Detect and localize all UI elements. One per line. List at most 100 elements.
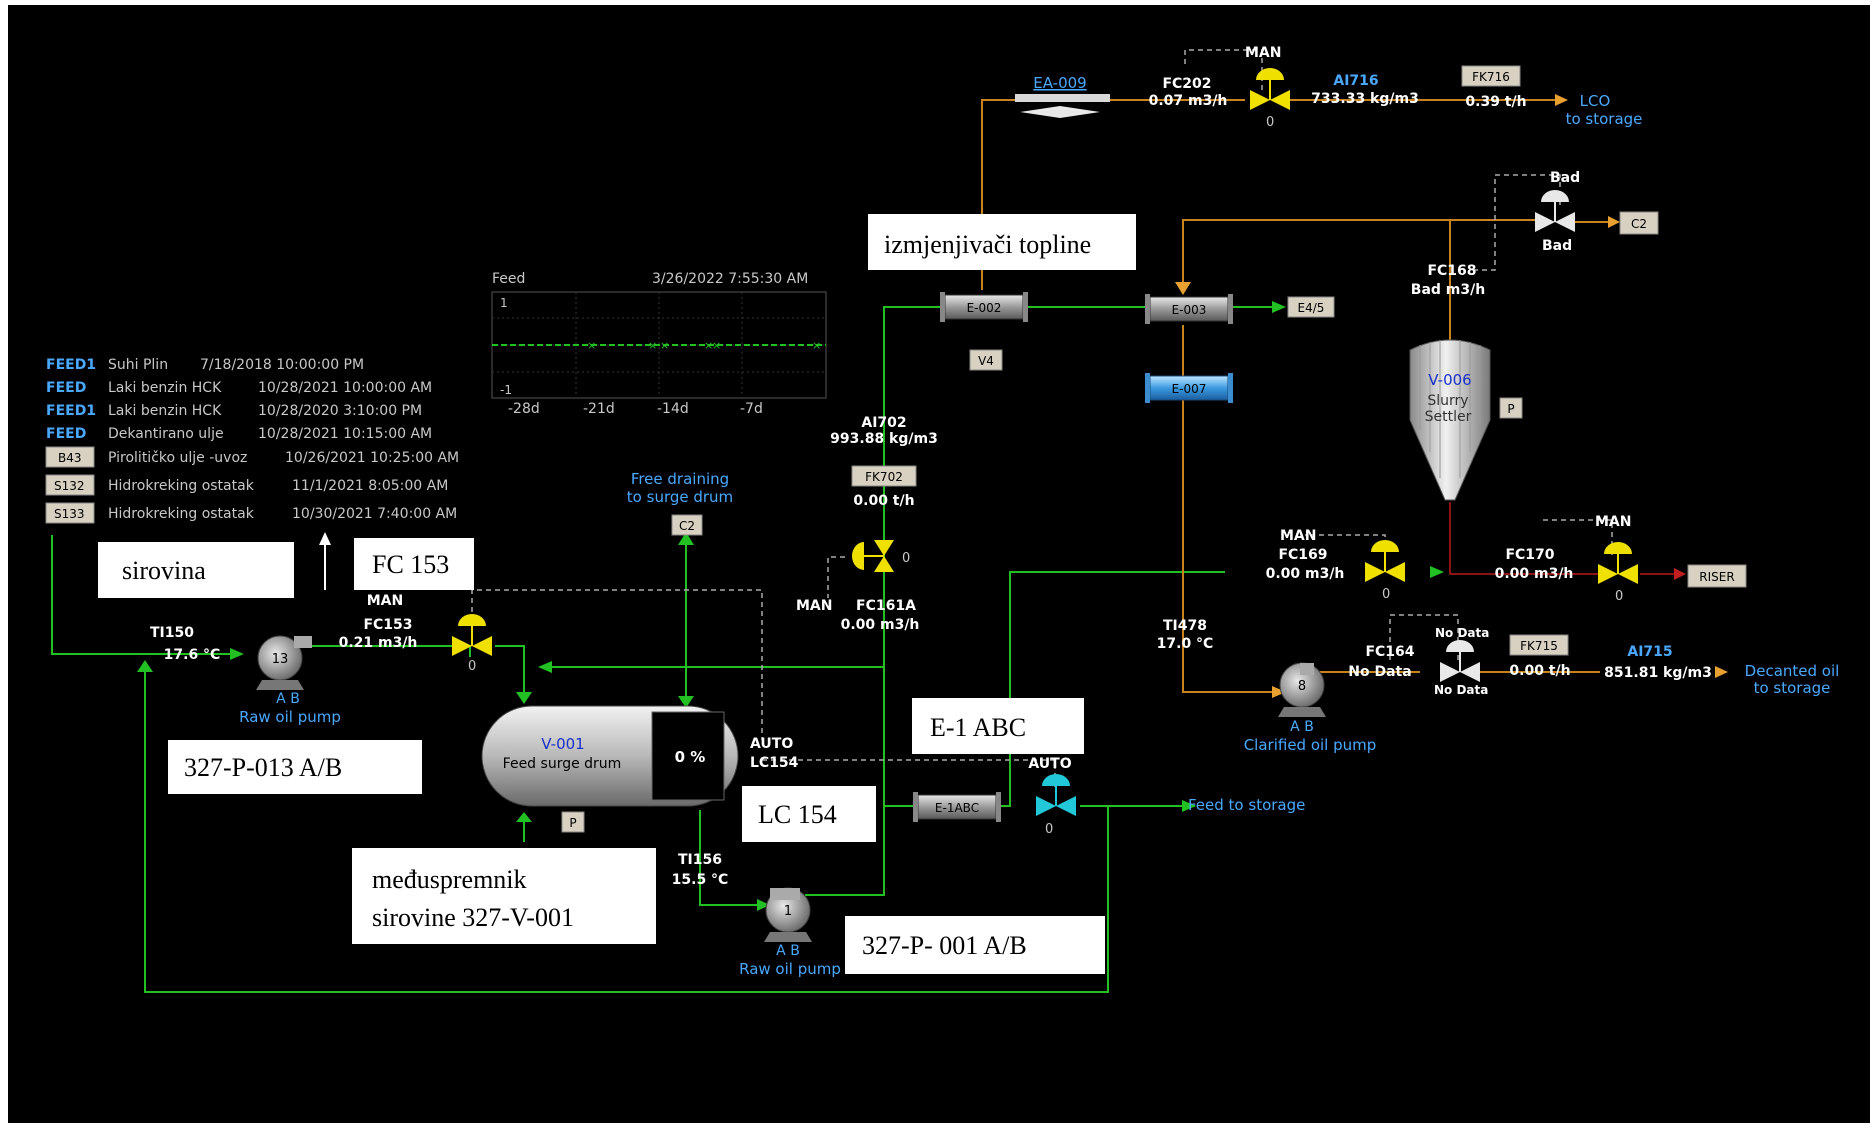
svg-text:×: × (712, 339, 721, 352)
feed-row[interactable]: FEED Laki benzin HCK 10/28/2021 10:00:00… (46, 380, 432, 396)
air-cooler-ea009[interactable]: EA-009 (1015, 74, 1110, 118)
feed-row[interactable]: FEED1 Laki benzin HCK 10/28/2020 3:10:00… (46, 403, 422, 419)
feed-row[interactable]: S132 Hidrokreking ostatak 11/1/2021 8:05… (45, 474, 448, 496)
fc170[interactable]: FC170 0.00 m3/h (1495, 547, 1574, 582)
feed-tag-button[interactable] (45, 446, 95, 468)
annotation-fc153: FC 153 (354, 538, 474, 590)
annotation-p013: 327-P-013 A/B (168, 740, 422, 794)
trend-timestamp: 3/26/2022 7:55:30 AM (652, 271, 808, 287)
feed-row[interactable]: FEED1 Suhi Plin 7/18/2018 10:00:00 PM (46, 357, 364, 373)
valve-fc170[interactable]: 0 (1598, 542, 1638, 604)
trend-xtick: -14d (657, 401, 689, 417)
lco-label: LCO (1580, 92, 1611, 110)
feed-storage-label[interactable]: Feed to storage (1188, 796, 1305, 814)
pump-label: Clarified oil pump (1244, 736, 1377, 754)
lc154[interactable]: AUTO LC154 (750, 736, 799, 771)
fc164[interactable]: FC164 No Data (1348, 644, 1415, 680)
surge-drum-v001[interactable]: 0 % V-001 Feed surge drum (481, 705, 739, 807)
ai715-name: AI715 (1627, 644, 1672, 660)
fc161a-name: FC161A (856, 598, 916, 614)
button-label: FK715 (1520, 639, 1558, 653)
ti150-value: 17.6 °C (164, 647, 221, 663)
e45-button[interactable]: E4/5 (1287, 296, 1335, 318)
trend-ymin: -1 (500, 383, 512, 397)
feed-trend[interactable]: Feed 3/26/2022 7:55:30 AM ×××××× 1 -1 -2… (491, 271, 827, 417)
valve-fc169[interactable]: 0 (1365, 540, 1405, 602)
nodata-bottom: No Data (1434, 683, 1488, 697)
v4-button[interactable]: V4 (969, 349, 1003, 371)
fc169[interactable]: MAN FC169 0.00 m3/h (1266, 528, 1345, 582)
fk715-button[interactable]: FK715 (1509, 634, 1569, 656)
drum-p-button[interactable]: P (561, 811, 585, 833)
valve-actuator-icon (1042, 774, 1070, 786)
ai702-value: 993.88 kg/m3 (830, 431, 938, 447)
fc168-name: FC168 (1427, 263, 1476, 279)
pump-p008[interactable]: 8 A B Clarified oil pump (1244, 662, 1377, 754)
fk716-button[interactable]: FK716 (1461, 65, 1521, 87)
feed-name: Hidrokreking ostatak (108, 478, 255, 494)
pump-p013[interactable]: 13 A B Raw oil pump (239, 635, 341, 726)
feed-name: Pirolitičko ulje -uvoz (108, 450, 247, 466)
fc202-name: FC202 (1162, 76, 1211, 92)
ai702[interactable]: AI702 993.88 kg/m3 (830, 415, 938, 447)
fc202-value: 0.07 m3/h (1149, 93, 1228, 109)
lv-mode: AUTO (1028, 756, 1071, 772)
feed-name: Laki benzin HCK (108, 403, 222, 419)
feed-row[interactable]: S133 Hidrokreking ostatak 10/30/2021 7:4… (45, 502, 457, 524)
ai702-name: AI702 (861, 415, 906, 431)
c2-left-button[interactable]: C2 (671, 514, 703, 536)
ti150[interactable]: TI150 17.6 °C (150, 625, 220, 663)
fc202-mode: MAN (1245, 45, 1281, 61)
hx-label: E-003 (1172, 303, 1207, 317)
heat-exchanger-e003[interactable]: E-003 (1145, 294, 1233, 324)
button-label: FK716 (1472, 70, 1510, 84)
pump-p001[interactable]: 1 A B Raw oil pump (739, 887, 841, 978)
valve-lc154[interactable]: 0 (1036, 774, 1076, 837)
drum-name: V-001 (541, 735, 584, 753)
feed-tag-button[interactable] (45, 502, 95, 524)
valve-fc202[interactable]: 0 (1250, 68, 1290, 130)
ai716[interactable]: AI716 733.33 kg/m3 (1311, 73, 1419, 107)
feed-time: 10/28/2021 10:00:00 AM (258, 380, 432, 396)
valve-actuator-icon (1446, 640, 1474, 652)
feed-tag-button[interactable] (45, 474, 95, 496)
valve-bad[interactable] (1535, 190, 1575, 232)
settler-p-button[interactable]: P (1499, 397, 1523, 419)
slurry-settler-v006[interactable]: V-006 Slurry Settler (1409, 339, 1491, 501)
ai716-value: 733.33 kg/m3 (1311, 91, 1419, 107)
heat-exchanger-e007[interactable]: E-007 (1145, 373, 1233, 403)
ti156[interactable]: TI156 15.5 °C (672, 852, 729, 888)
valve-fc153[interactable]: 0 (452, 614, 492, 674)
feed-row[interactable]: B43 Pirolitičko ulje -uvoz 10/26/2021 10… (45, 446, 459, 468)
valve-fc161a[interactable]: 0 (852, 540, 910, 572)
fc170-mode: MAN (1595, 514, 1631, 530)
trend-title: Feed (492, 271, 525, 287)
ai716-name: AI716 (1333, 73, 1378, 89)
heat-exchanger-e1abc[interactable]: E-1ABC (913, 792, 1001, 822)
valve-output: 0 (1615, 589, 1623, 604)
fc161a[interactable]: MAN FC161A 0.00 m3/h (796, 598, 919, 633)
c2-right-button[interactable]: C2 (1619, 211, 1659, 235)
pump-ab: A B (776, 943, 800, 959)
level-indicator (651, 711, 725, 801)
riser-button[interactable]: RISER (1687, 564, 1747, 588)
feed-time: 10/28/2021 10:15:00 AM (258, 426, 432, 442)
fc168[interactable]: FC168 Bad m3/h (1411, 263, 1485, 298)
valve-fc164[interactable] (1440, 640, 1480, 682)
feed-row[interactable]: FEED Dekantirano ulje 10/28/2021 10:15:0… (46, 426, 432, 442)
ti478[interactable]: TI478 17.0 °C (1157, 618, 1214, 652)
trend-ymax: 1 (500, 296, 508, 310)
feed-tag: FEED (46, 380, 86, 396)
pump-ab: A B (1290, 719, 1314, 735)
free-drain-line2: to surge drum (627, 488, 733, 506)
fc202[interactable]: FC202 0.07 m3/h (1149, 76, 1228, 109)
valve-actuator-icon (852, 542, 864, 570)
heat-exchanger-e002[interactable]: E-002 (940, 292, 1028, 322)
free-draining-label: Free draining to surge drum (627, 470, 733, 506)
fc153[interactable]: MAN FC153 0.21 m3/h (339, 593, 418, 651)
fk702-button[interactable]: FK702 (851, 465, 917, 487)
hx-label: E-007 (1172, 382, 1207, 396)
ai715[interactable]: AI715 851.81 kg/m3 (1604, 644, 1712, 681)
fc168-value: Bad m3/h (1411, 282, 1485, 298)
feed-time: 10/28/2020 3:10:00 PM (258, 403, 422, 419)
